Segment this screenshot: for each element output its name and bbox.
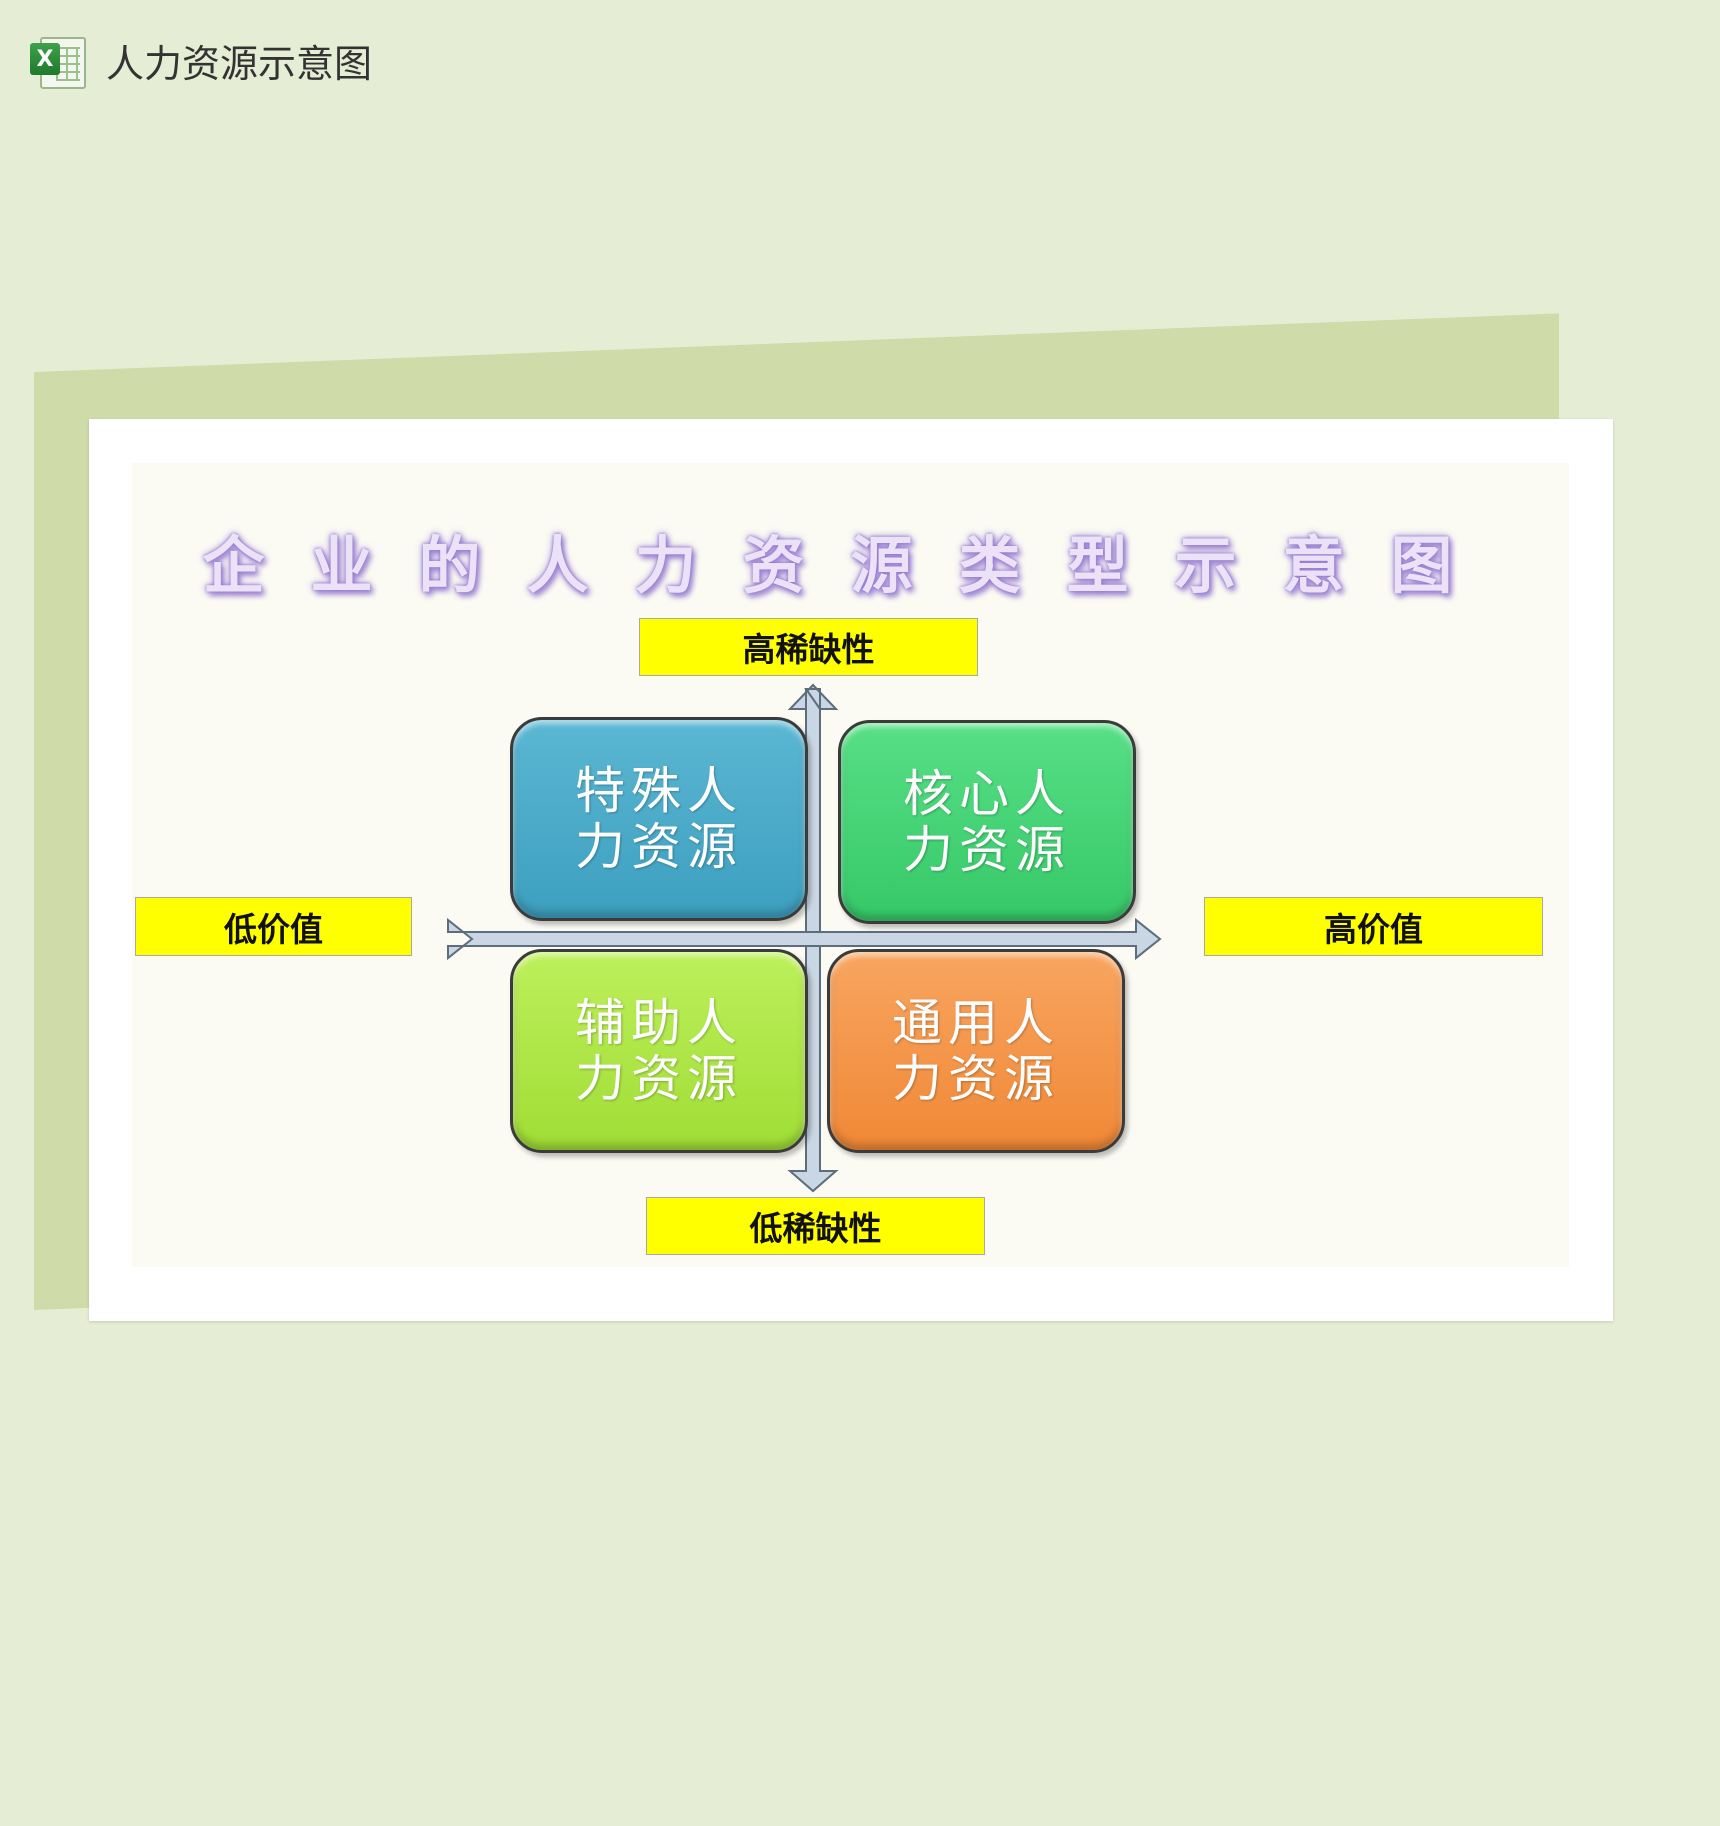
quadrant-special-hr: 特殊人 力资源 xyxy=(510,717,808,921)
excel-icon: X xyxy=(30,33,86,89)
label-low-scarcity: 低稀缺性 xyxy=(646,1197,985,1255)
label-low-value: 低价值 xyxy=(135,897,412,956)
quadrant-auxiliary-hr-line1: 辅助人 xyxy=(575,994,743,1052)
page-title: 人力资源示意图 xyxy=(106,41,373,86)
quadrant-core-hr-line1: 核心人 xyxy=(903,765,1071,823)
label-high-scarcity: 高稀缺性 xyxy=(639,618,978,676)
quadrant-core-hr-line2: 力资源 xyxy=(903,821,1071,879)
diagram-title: 企业的人力资源类型示意图 xyxy=(202,529,1499,602)
axes-arrows xyxy=(447,683,1162,1193)
excel-badge: X xyxy=(30,43,60,75)
quadrant-general-hr-line2: 力资源 xyxy=(892,1050,1060,1108)
quadrant-core-hr: 核心人 力资源 xyxy=(838,720,1136,924)
quadrant-auxiliary-hr: 辅助人 力资源 xyxy=(510,949,808,1153)
paper-card: 企业的人力资源类型示意图 高稀缺性 低稀缺性 低价值 高价值 特殊人 力资源 核… xyxy=(89,419,1613,1321)
quadrant-general-hr-line1: 通用人 xyxy=(892,994,1060,1052)
quadrant-special-hr-line1: 特殊人 xyxy=(575,762,743,820)
quadrant-special-hr-line2: 力资源 xyxy=(575,818,743,876)
horizontal-arrow xyxy=(447,917,1162,961)
diagram-slide: 企业的人力资源类型示意图 高稀缺性 低稀缺性 低价值 高价值 特殊人 力资源 核… xyxy=(132,463,1569,1267)
label-high-value: 高价值 xyxy=(1204,897,1543,956)
quadrant-auxiliary-hr-line2: 力资源 xyxy=(575,1050,743,1108)
header: X 人力资源示意图 xyxy=(30,30,372,90)
quadrant-general-hr: 通用人 力资源 xyxy=(827,949,1125,1153)
